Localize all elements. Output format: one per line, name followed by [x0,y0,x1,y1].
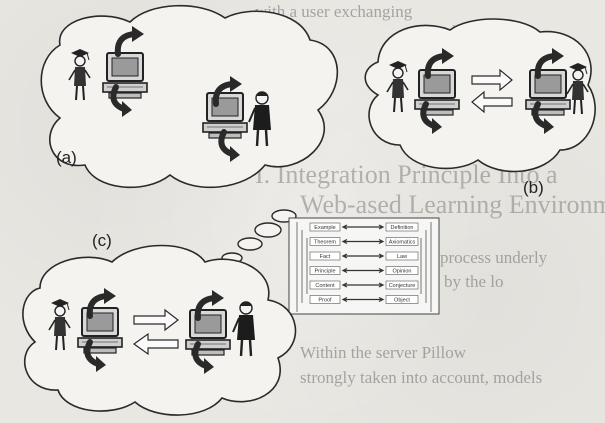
concept-left-box [309,251,341,261]
cloud-panel-b [364,18,596,173]
double-arrow-icon [341,296,385,303]
concept-right-box [385,266,419,275]
concept-left-label: Fact [320,254,331,260]
concept-left-label: Theorem [314,240,336,246]
panel-label-a: (a) [56,148,77,167]
bleed-body-4: strongly taken into account, models [300,368,543,387]
concept-table-row: Principle Opinion [309,266,419,275]
concept-left-box [309,222,341,232]
concept-left-box [309,280,341,290]
concept-table-row: Proof Object [309,295,419,304]
bleed-section-heading-2: Web-ased Learning Environment [300,190,605,219]
concept-right-label: Opinion [393,269,412,275]
bleed-body-3: Within the server Pillow [300,343,466,362]
concept-left-label: Principle [314,269,335,275]
concept-right-box [385,280,419,290]
concept-right-box [385,237,419,246]
double-arrow-icon [341,267,385,274]
concept-right-label: Definition [391,225,414,231]
concept-right-box [385,295,419,304]
concept-table-row: Content Conjecture [309,280,419,290]
concept-right-label: Law [397,254,407,260]
concept-right-label: Axiomatics [389,240,416,246]
concept-right-box [385,251,419,261]
cloud-panel-a [40,4,339,189]
concept-right-label: Conjecture [389,283,416,289]
concept-right-box [385,222,419,232]
bleed-text-top-1: with a user exchanging [255,2,413,21]
concept-left-label: Proof [318,298,332,304]
bleed-body-1: process underly [440,248,548,267]
concept-left-box [309,266,341,275]
double-arrow-icon [341,282,385,288]
concept-left-label: Content [315,283,335,289]
panel-label-b: (b) [523,178,544,197]
concept-left-box [309,295,341,304]
panel-label-c: (c) [92,231,112,250]
double-arrow-icon [341,253,385,259]
concept-left-label: Example [314,225,335,231]
thought-bubbles [221,209,297,264]
bleed-body-2: by the lo [444,272,504,291]
concept-right-label: Object [394,298,410,304]
double-arrow-icon [341,238,385,245]
concept-table-row: Theorem Axiomatics [309,237,419,246]
concept-table-row: Example Definition [309,222,419,232]
concept-table-row: Fact Law [309,251,419,261]
concept-left-box [309,237,341,246]
double-arrow-icon [341,224,385,230]
cloud-panel-c [22,244,297,416]
